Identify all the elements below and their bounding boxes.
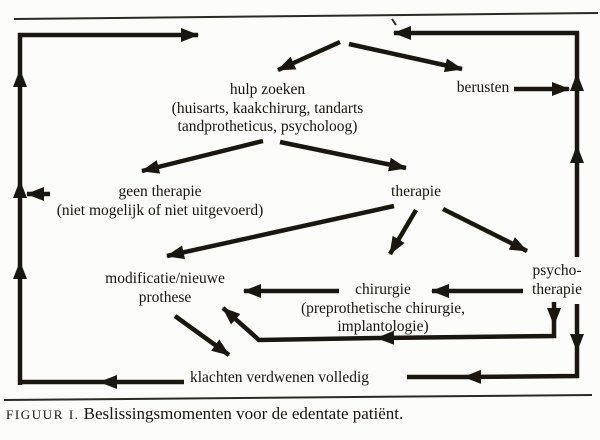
node-geen-therapie-detail: (niet mogelijk of niet uitgevoerd) xyxy=(56,201,264,219)
arrow-therapie-to-psychotherapie xyxy=(441,206,529,254)
arrow-hulpzoeken-to-therapie xyxy=(279,139,407,172)
arrow-psychotherapie-to-klachten xyxy=(407,304,584,384)
node-berusten: berusten xyxy=(456,79,510,96)
node-chirurgie: chirurgie (preprothetische chirurgie, im… xyxy=(283,281,483,337)
figure-caption-label: FIGUUR I. xyxy=(6,407,80,422)
node-psychotherapie-line-1: psycho- xyxy=(532,262,582,279)
figure-caption-text: Beslissingsmomenten voor de edentate pat… xyxy=(83,404,404,423)
node-chirurgie-detail-1: (preprothetische chirurgie, xyxy=(300,299,466,317)
arrow-prothese-to-klachten xyxy=(173,314,231,357)
node-chirurgie-title: chirurgie xyxy=(355,281,411,298)
figure-caption: FIGUUR I.Beslissingsmomenten voor de ede… xyxy=(6,404,596,424)
right-feedback-loop-up xyxy=(393,26,584,257)
arrow-top-to-berusten xyxy=(348,41,463,73)
node-chirurgie-detail-2: implantologie) xyxy=(337,318,429,335)
arrow-hulpzoeken-to-geen-therapie xyxy=(141,138,264,174)
node-modificatie-line-1: modificatie/nieuwe xyxy=(105,270,225,287)
node-psychotherapie: psycho- therapie xyxy=(517,262,597,299)
node-modificatie-prothese: modificatie/nieuwe prothese xyxy=(85,270,245,307)
arrow-therapie-to-modificatie xyxy=(166,203,395,260)
node-modificatie-line-2: prothese xyxy=(138,288,192,306)
node-geen-therapie: geen therapie (niet mogelijk of niet uit… xyxy=(30,183,290,220)
node-hulp-zoeken-title: hulp zoeken xyxy=(229,81,306,98)
flow-lines xyxy=(13,26,584,389)
node-hulp-zoeken-detail-2: tandprotheticus, psycholoog) xyxy=(177,118,358,135)
node-therapie: therapie xyxy=(391,183,441,200)
left-feedback-loop xyxy=(13,28,199,385)
arrow-top-to-hulp-zoeken xyxy=(277,39,341,73)
page-rules xyxy=(3,12,599,401)
node-geen-therapie-title: geen therapie xyxy=(118,183,202,200)
node-hulp-zoeken: hulp zoeken (huisarts, kaakchirurg, tand… xyxy=(140,81,395,137)
arrow-psychotherapie-to-prothese xyxy=(221,302,561,345)
node-hulp-zoeken-detail-1: (huisarts, kaakchirurg, tandarts xyxy=(171,99,364,117)
node-klachten-verdwenen: klachten verdwenen volledig xyxy=(190,369,370,386)
arrow-therapie-to-chirurgie xyxy=(388,208,418,256)
node-psychotherapie-line-2: therapie xyxy=(532,280,582,298)
